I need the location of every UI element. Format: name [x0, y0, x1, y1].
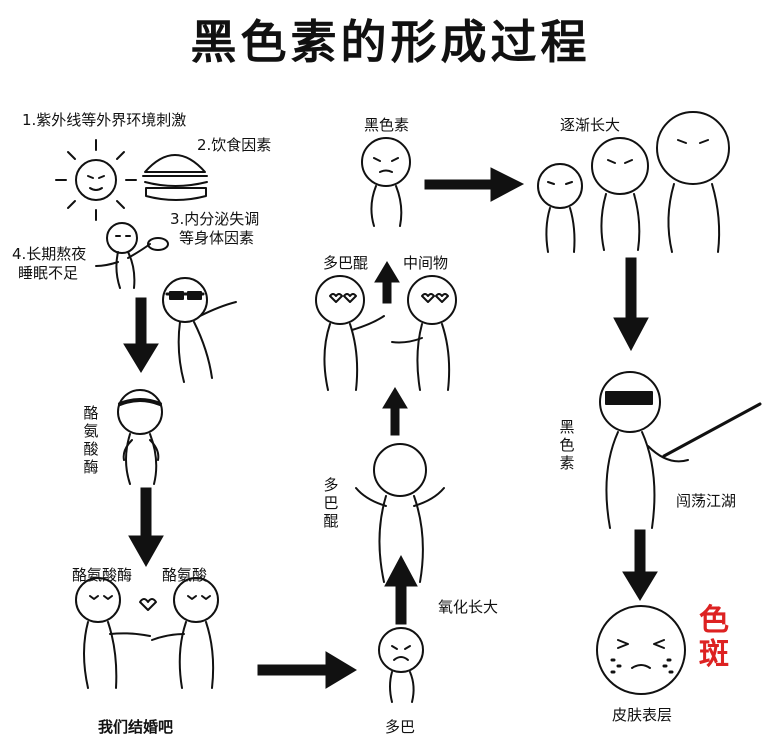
sun-figure [55, 139, 137, 221]
arrow-down-1 [123, 297, 159, 373]
couple-figure [75, 577, 219, 689]
label-dopa: 多巴 [385, 718, 416, 736]
arrow-down-2 [128, 487, 164, 568]
arrow-down-3 [613, 257, 649, 352]
cool-figure [162, 277, 237, 383]
arrow-up-3 [374, 261, 400, 304]
label-tyrosine: 酪氨酸 [162, 566, 208, 584]
page-title: 黑色素的形成过程 [190, 15, 591, 69]
tyrosinase-figure [117, 389, 163, 485]
burger-figure [142, 154, 208, 201]
label-grow: 逐渐长大 [560, 116, 621, 134]
arrow-up-1 [384, 554, 418, 625]
label-melanin-vertical: 黑色素 [559, 418, 575, 472]
arrow-right-1 [257, 651, 357, 689]
label-roam: 闯荡江湖 [676, 492, 737, 510]
label-marry: 我们结婚吧 [98, 718, 174, 736]
label-intermediate: 中间物 [403, 254, 449, 272]
label-diet: 2.饮食因素 [197, 136, 272, 154]
dopaquinone-figure [355, 443, 445, 583]
dopa-figure [378, 627, 424, 703]
label-late-night-2: 睡眠不足 [18, 264, 79, 282]
tired-figure [95, 222, 169, 289]
label-oxidize: 氧化长大 [438, 598, 499, 616]
growing-figures [537, 111, 730, 253]
heart-eyes-figures [315, 275, 457, 391]
label-endocrine-2: 等身体因素 [179, 229, 255, 247]
label-tyrosinase-vertical: 酪氨酸酶 [83, 404, 99, 476]
label-melanin: 黑色素 [364, 116, 410, 134]
arrow-down-4 [622, 529, 658, 601]
label-late-night-1: 4.长期熬夜 [12, 245, 87, 263]
label-dopaquinone-vertical: 多巴醌 [323, 476, 339, 530]
melanin-figure [361, 137, 411, 227]
swordsman-figure [599, 371, 762, 529]
label-dopaquinone: 多巴醌 [323, 254, 369, 272]
label-spot: 色斑 [699, 603, 729, 672]
arrow-up-2 [382, 387, 408, 436]
label-tyrosinase: 酪氨酸酶 [72, 566, 133, 584]
arrow-right-2 [424, 167, 525, 202]
label-uv: 1.紫外线等外界环境刺激 [22, 111, 187, 129]
label-skin: 皮肤表层 [612, 706, 673, 724]
label-endocrine-1: 3.内分泌失调 [170, 210, 260, 228]
spotted-face-figure [596, 605, 686, 695]
